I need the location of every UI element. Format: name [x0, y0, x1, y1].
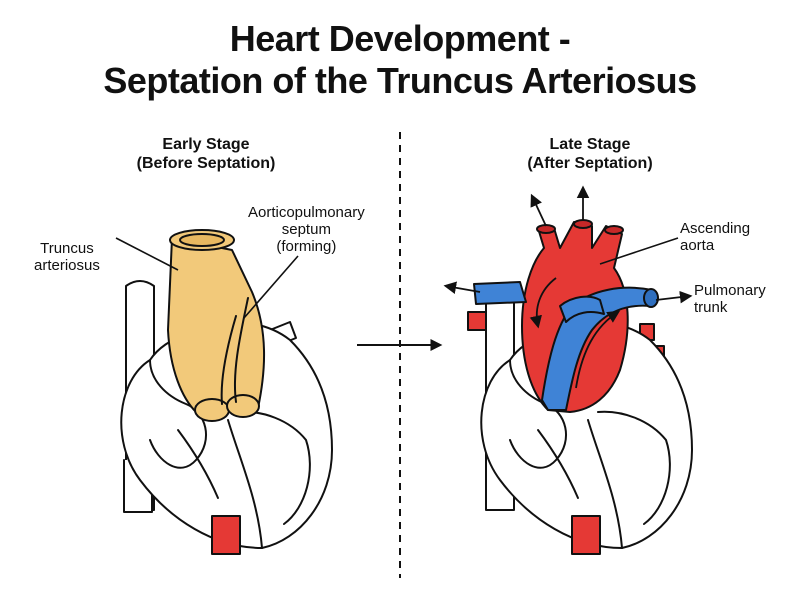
late-stage-heading: Late Stage (After Septation) [470, 135, 710, 173]
truncus-leader-line [115, 237, 179, 271]
flow-arrow-aorta-curve [529, 277, 557, 329]
early-inner-chamber [177, 429, 219, 499]
pulmonary-front-tube [559, 295, 605, 323]
ascending-aorta-label: Ascending aorta [680, 220, 751, 254]
late-right-atrium [509, 359, 567, 469]
flow-arrow-left-pulmonary [443, 281, 481, 294]
late-ventricle-wall [587, 419, 623, 549]
aorta-branch-opening-3 [604, 225, 624, 235]
early-stage-heading: Early Stage (Before Septation) [86, 135, 326, 173]
flow-arrow-pulmonary-curve [575, 310, 621, 389]
aorta-leader-line [599, 237, 679, 265]
title-line-1: Heart Development - [229, 18, 571, 59]
left-pulmonary-artery [473, 281, 527, 305]
early-stage-heading-line-2: (Before Septation) [136, 155, 276, 172]
aorticopulmonary-septum-label: Aorticopulmonary septum (forming) [248, 204, 365, 255]
forming-septum-spiral [233, 297, 249, 403]
aorta-branch-opening-2 [573, 219, 593, 229]
flow-arrow-aorta-branch-1 [530, 193, 547, 227]
early-stage-heart [120, 229, 333, 555]
late-descending-aorta [571, 515, 601, 555]
early-stage-heading-line-1: Early Stage [162, 136, 250, 153]
late-stage-heading-line-2: (After Septation) [527, 155, 653, 172]
diagram-title: Heart Development - Septation of the Tru… [0, 18, 800, 102]
forming-septum-line [220, 315, 237, 405]
early-ventricle-wall [227, 419, 263, 549]
truncus-bottom-opening-2 [226, 394, 260, 418]
late-inner-chamber [537, 429, 579, 499]
early-right-atrium [149, 359, 207, 469]
late-stage-heart [467, 219, 693, 555]
aorta-branch-opening-1 [536, 224, 556, 234]
title-line-2: Septation of the Truncus Arteriosus [103, 60, 697, 101]
flow-arrows [443, 185, 693, 389]
late-stage-heading-line-1: Late Stage [549, 136, 631, 153]
septum-leader-line [243, 255, 299, 319]
truncus-arteriosus-tube [167, 237, 266, 413]
pulmonary-trunk-label: Pulmonary trunk [694, 282, 766, 316]
early-left-ventricle [237, 410, 311, 525]
truncus-bottom-opening-1 [194, 398, 230, 422]
truncus-top-lumen [179, 233, 225, 247]
late-left-ventricle [597, 410, 671, 525]
pulmonary-trunk-opening [643, 288, 659, 308]
flow-arrow-pulmonary-trunk [655, 290, 693, 304]
early-descending-aorta [211, 515, 241, 555]
late-small-red-vessel [467, 311, 487, 331]
truncus-arteriosus-label: Truncus arteriosus [34, 240, 100, 274]
